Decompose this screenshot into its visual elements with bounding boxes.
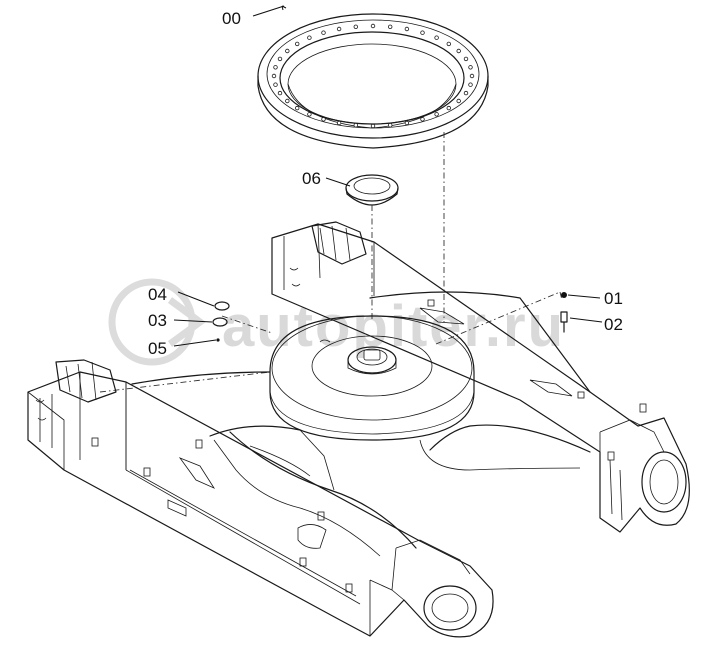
bolt-hole: [469, 73, 475, 79]
bolt-hole: [321, 117, 326, 122]
bolt-hole: [336, 26, 342, 32]
bolt-hole: [468, 82, 473, 87]
bolt-hole: [285, 48, 290, 54]
bolt-hole: [446, 41, 451, 47]
bolt-hole: [420, 117, 425, 122]
bolt-hole: [370, 23, 376, 29]
swing-bearing: [257, 13, 489, 149]
bolt-hole: [277, 90, 283, 96]
bolt-hole: [468, 65, 473, 70]
bolt-hole: [307, 112, 312, 117]
bolt-hole: [277, 56, 283, 62]
bolt-hole: [388, 122, 393, 128]
callout-06: 06: [302, 169, 321, 188]
center-cross-members: [131, 291, 591, 549]
bolt-hole: [446, 105, 451, 111]
callout-01: 01: [604, 289, 623, 308]
bolt-hole: [456, 48, 461, 54]
center-race: [269, 315, 475, 441]
left-side-frame: [27, 371, 494, 638]
grease-fitting-05: [216, 338, 220, 342]
bolt-hole: [285, 98, 290, 104]
callout-00: 00: [222, 9, 241, 28]
watermark-logo-arrow: [167, 297, 206, 347]
right-side-frame: [271, 223, 690, 533]
leader-lines: [173, 5, 603, 347]
bolt-hole: [463, 90, 469, 96]
small-parts: [212, 292, 568, 342]
bolt-hole: [370, 123, 376, 129]
bolt-hole: [434, 35, 439, 40]
bolt-hole: [273, 82, 278, 87]
bolt-hole: [434, 112, 439, 117]
bolt-hole: [295, 105, 300, 111]
bolt-hole: [353, 122, 358, 128]
bolt-hole: [420, 30, 425, 35]
bolt-hole: [295, 41, 300, 47]
bolt-02: [560, 311, 568, 333]
bolt-hole: [353, 24, 358, 29]
callout-03: 03: [148, 311, 167, 330]
bolt-hole: [404, 26, 410, 32]
o-ring-03: [212, 317, 228, 327]
callout-labels: 00 06 04 03 05 01 02: [148, 9, 623, 358]
watermark: autopiter.ru: [108, 278, 565, 366]
callout-02: 02: [604, 315, 623, 334]
track-frame: [27, 221, 690, 638]
bolt-hole: [388, 24, 393, 29]
bolt-hole: [271, 73, 277, 79]
o-ring-04: [214, 301, 230, 311]
callout-05: 05: [148, 339, 167, 358]
bolt-hole: [321, 30, 326, 35]
watermark-text: autopiter.ru: [222, 294, 565, 359]
bolt-hole: [307, 35, 312, 40]
bearing-bolt-holes: [271, 23, 475, 129]
seal-ring: [345, 174, 399, 206]
plug-01: [561, 292, 567, 298]
bolt-hole: [404, 120, 410, 126]
watermark-logo-circle: [108, 278, 196, 366]
callout-04: 04: [148, 285, 167, 304]
bolt-hole: [456, 98, 461, 104]
bolt-hole: [336, 120, 342, 126]
bolt-hole: [273, 65, 278, 70]
bolt-hole: [463, 56, 469, 62]
